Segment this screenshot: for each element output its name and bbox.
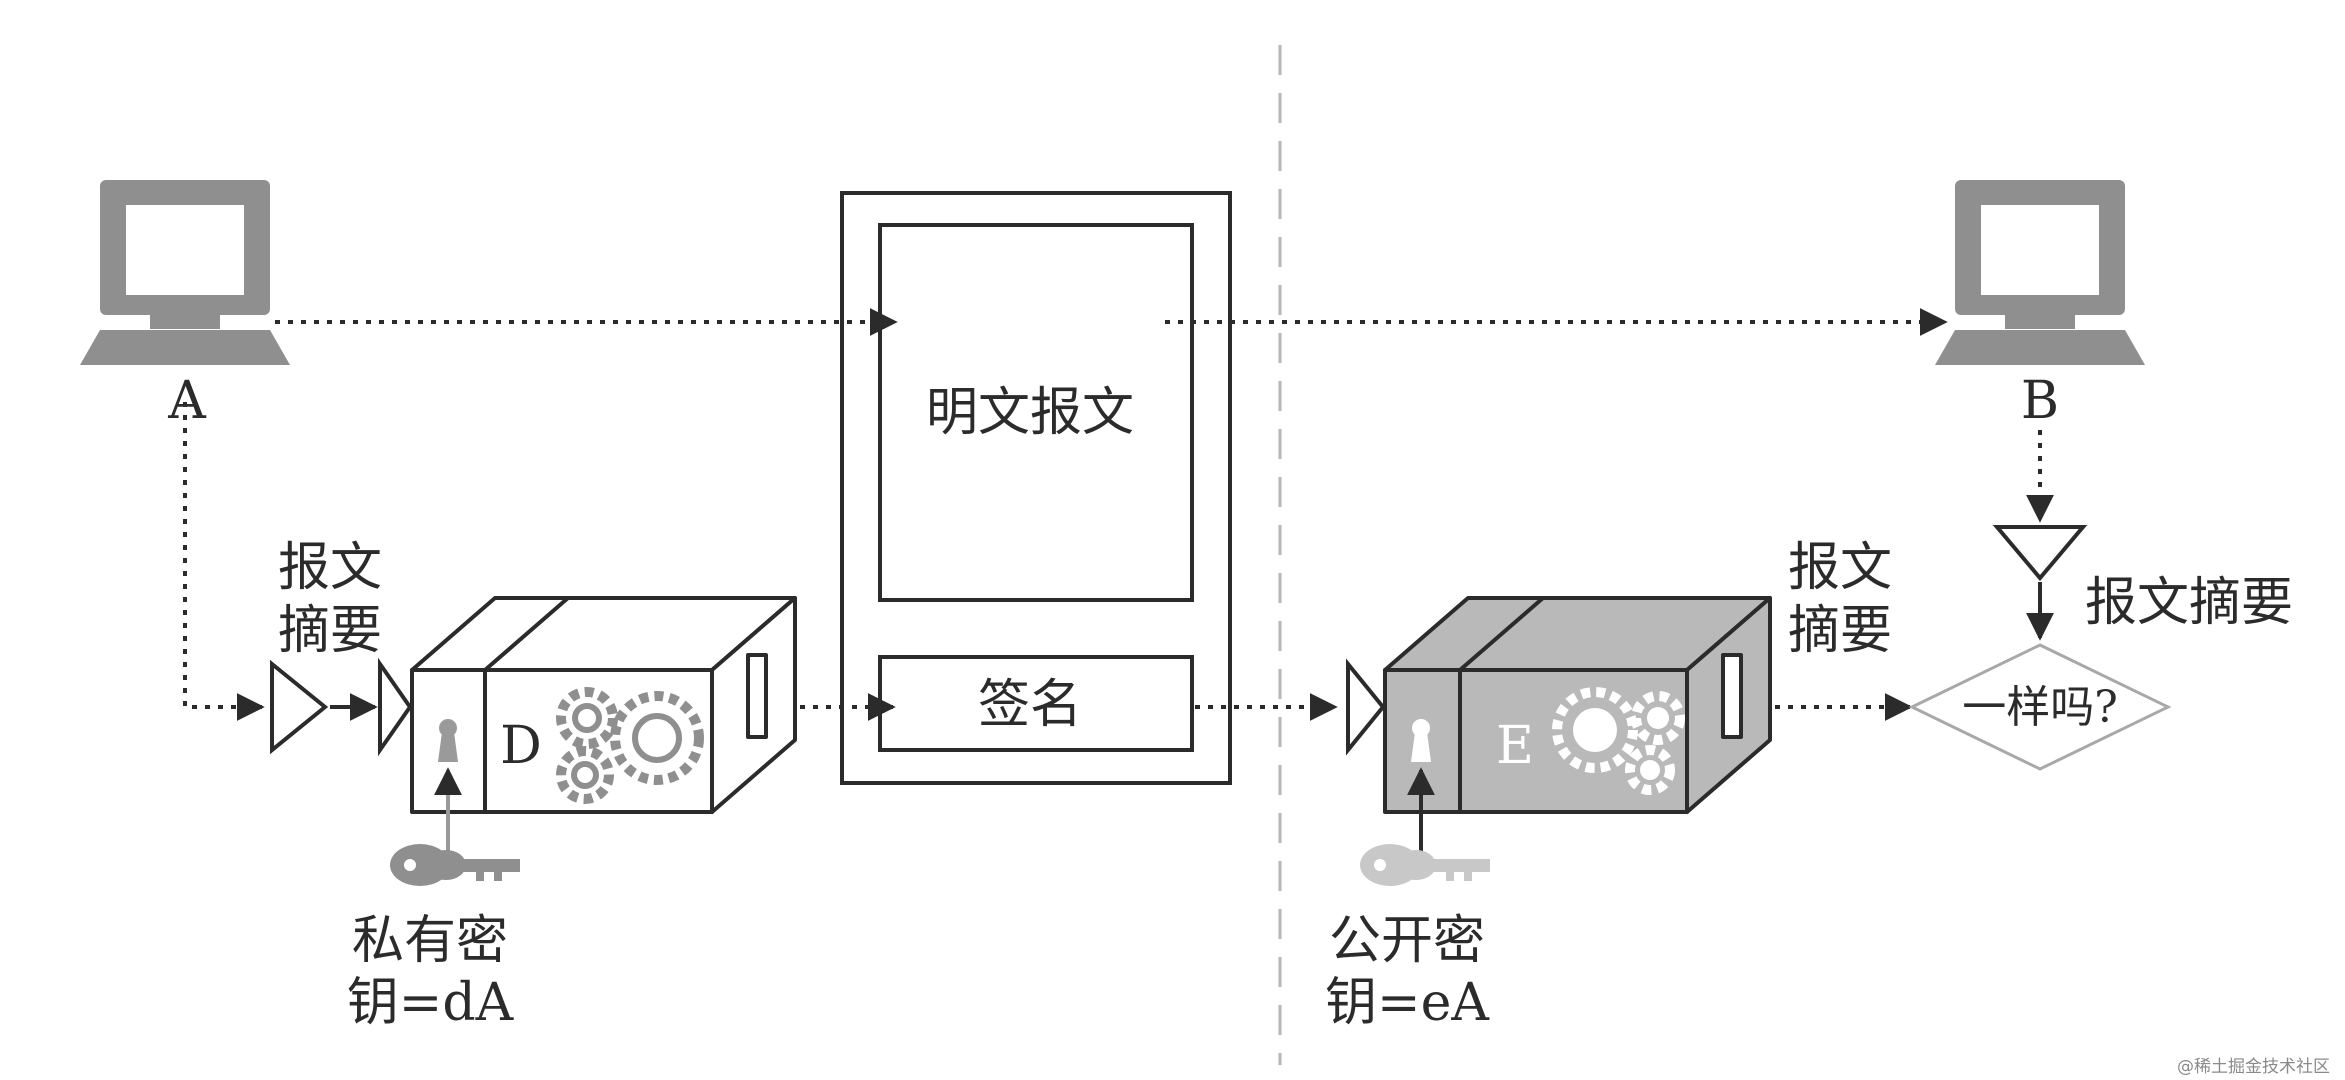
right-keyhole-icon [1411, 719, 1431, 762]
left-device-label: D [500, 716, 542, 776]
compare-diamond [1908, 643, 2172, 771]
b-digest-label: 报文摘要 [2085, 573, 2293, 633]
watermark: @稀土掘金技术社区 [2177, 1057, 2330, 1077]
right-device-label: E [1496, 716, 1534, 776]
computer-b-label: B [2021, 371, 2059, 431]
signing-device-d [410, 596, 797, 814]
right-digest-label-1: 报文 [1788, 538, 1892, 598]
left-digest-label-2: 摘要 [278, 601, 382, 661]
private-key-icon [390, 844, 520, 886]
public-key-hole [1374, 859, 1386, 871]
public-key-icon [1360, 844, 1490, 886]
computer-b-icon [1935, 180, 2145, 365]
right-gears-hub-icon [1573, 707, 1669, 780]
left-device-input-icon [378, 657, 413, 757]
message-document [840, 191, 1232, 785]
b-digest-icon [1992, 525, 2088, 582]
right-gears-icon [1552, 687, 1685, 795]
signature-label: 签名 [978, 675, 1082, 735]
left-keyhole-icon [438, 719, 458, 762]
verifying-device-e [1383, 596, 1772, 814]
computer-a-icon [80, 180, 290, 365]
public-key-label-1: 公开密 [1329, 911, 1485, 971]
left-digest-label-1: 报文 [278, 538, 382, 598]
computer-a-label: A [167, 371, 207, 431]
right-device-input-icon [1346, 658, 1386, 756]
left-gears-icon [556, 687, 704, 804]
arrow-a-to-digest [183, 402, 265, 721]
compare-label: 一样吗? [1962, 682, 2118, 733]
left-gears-hub-icon [571, 703, 682, 789]
private-key-label-2: 钥=dA [347, 973, 515, 1033]
private-key-hole [404, 859, 416, 871]
plaintext-label: 明文报文 [926, 383, 1134, 443]
right-digest-label-2: 摘要 [1788, 601, 1892, 661]
public-key-label-2: 钥=eA [1325, 973, 1490, 1033]
private-key-label-1: 私有密 [352, 911, 508, 971]
left-digest-icon [270, 659, 329, 755]
